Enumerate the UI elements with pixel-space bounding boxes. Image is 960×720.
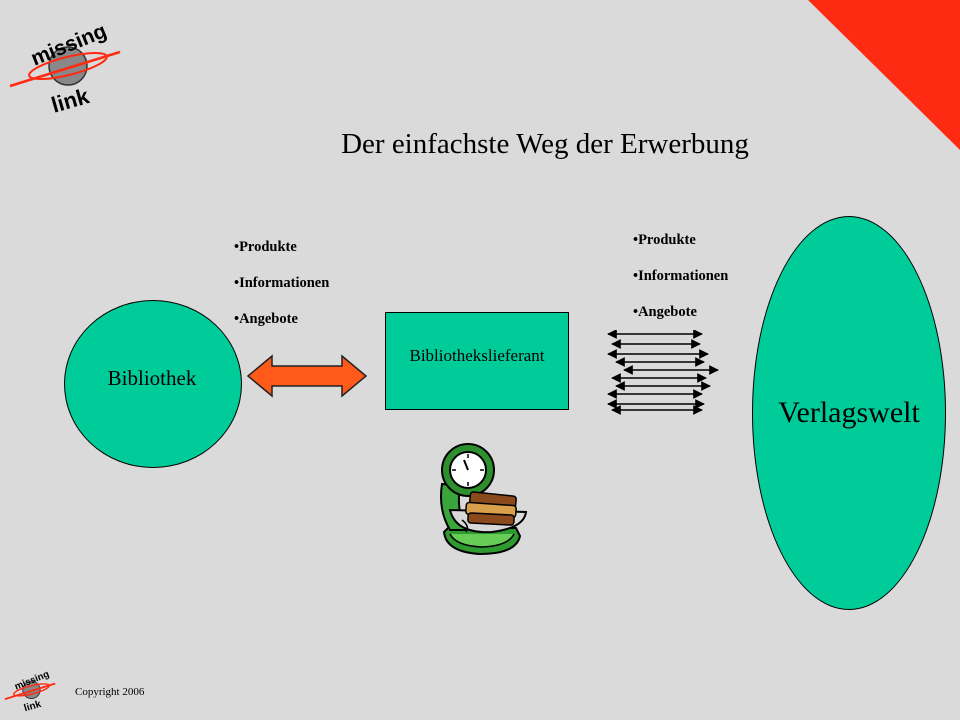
bullet-item: Angebote xyxy=(234,310,329,346)
bullet-item: Produkte xyxy=(633,231,728,267)
lieferant-box xyxy=(385,312,569,410)
bullet-item: Informationen xyxy=(633,267,728,303)
copyright-text: Copyright 2006 xyxy=(75,686,145,698)
scale-books-clipart xyxy=(440,443,528,556)
svg-text:link: link xyxy=(23,699,43,714)
bullet-list-right: Produkte Informationen Angebote xyxy=(633,231,728,339)
slide-title: Der einfachste Weg der Erwerbung xyxy=(341,128,749,160)
bibliothek-label: Bibliothek xyxy=(107,366,197,390)
svg-text:link: link xyxy=(48,83,92,118)
double-arrow-red xyxy=(246,354,368,398)
double-arrows-group xyxy=(607,330,719,415)
missing-link-logo: missing link xyxy=(9,19,121,118)
bibliothek-circle xyxy=(64,300,242,468)
bullet-list-left: Produkte Informationen Angebote xyxy=(234,238,329,346)
bullet-item: Angebote xyxy=(633,303,728,339)
verlagswelt-label: Verlagswelt xyxy=(778,396,920,429)
missing-link-logo-small: missing link xyxy=(4,669,56,714)
bullet-item: Informationen xyxy=(234,274,329,310)
bullet-item: Produkte xyxy=(234,238,329,274)
lieferant-label: Bibliothekslieferant xyxy=(409,346,545,365)
verlagswelt-oval xyxy=(752,216,946,610)
